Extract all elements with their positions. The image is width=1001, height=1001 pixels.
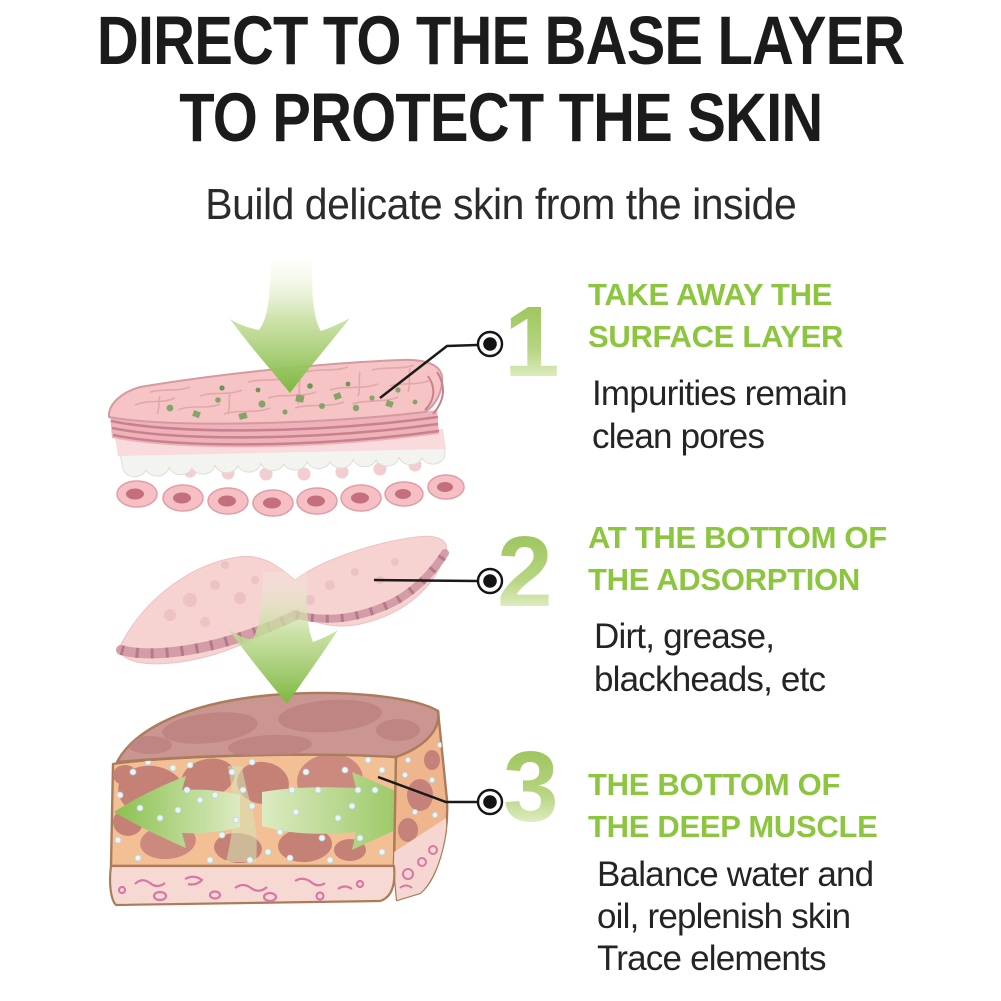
target-dot-icon <box>476 788 504 816</box>
down-arrow-icon <box>230 260 350 393</box>
step-3-heading: THE BOTTOM OF THE DEEP MUSCLE <box>588 764 878 848</box>
step-1-body-line1: Impurities remain <box>592 374 848 413</box>
step-2-heading-line1: AT THE BOTTOM OF <box>588 520 887 555</box>
down-arrow-icon <box>229 572 338 704</box>
callout-line-2 <box>373 578 478 583</box>
step-1-body-line2: clean pores <box>592 417 765 456</box>
page-title: DIRECT TO THE BASE LAYER TO PROTECT THE … <box>0 2 1001 156</box>
callout-line-3 <box>377 775 477 804</box>
illustration-skin-surface <box>107 260 504 517</box>
callout-line-1 <box>379 343 478 399</box>
impurity-specks <box>166 381 418 420</box>
step-2-heading-line2: THE ADSORPTION <box>588 562 860 597</box>
illustration-peeled-layer <box>116 535 504 704</box>
target-dot-icon <box>476 330 504 358</box>
step-1-heading-line2: SURFACE LAYER <box>588 319 844 354</box>
step-3-body: Balance water and oil, replenish skin Tr… <box>597 854 874 980</box>
step-2-body: Dirt, grease, blackheads, etc <box>594 615 826 701</box>
green-glow <box>226 766 257 862</box>
granule-dots <box>114 756 386 864</box>
step-1-heading: TAKE AWAY THE SURFACE LAYER <box>588 274 843 358</box>
step-1-body: Impurities remain clean pores <box>592 372 848 458</box>
step-3-heading-line2: THE DEEP MUSCLE <box>588 809 878 844</box>
muscle-cells <box>113 754 396 864</box>
page-title-line1: DIRECT TO THE BASE LAYER <box>96 2 905 79</box>
target-dot-icon <box>476 567 504 595</box>
step-2-body-line1: Dirt, grease, <box>594 617 775 656</box>
step-3-number: 3 <box>503 731 559 843</box>
rolled-edge-lines <box>424 371 444 415</box>
step-3-heading-line1: THE BOTTOM OF <box>588 767 841 802</box>
right-arrow-icon <box>262 772 396 850</box>
top-face-blobs <box>128 699 420 758</box>
step-3-body-line2: oil, replenish skin <box>597 897 851 936</box>
illustration-deep-muscle-block <box>108 691 504 907</box>
sheet-speckles <box>164 558 399 627</box>
page-subtitle: Build delicate skin from the inside <box>204 180 797 229</box>
step-3-body-line3: Trace elements <box>597 939 827 978</box>
step-3-body-line1: Balance water and <box>597 855 874 894</box>
step-2-number: 2 <box>497 516 553 628</box>
step-1-number: 1 <box>504 286 560 398</box>
page-title-line2: TO PROTECT THE SKIN <box>178 79 823 156</box>
step-2-body-line2: blackheads, etc <box>594 660 826 699</box>
bottom-layer-squiggles <box>117 875 365 903</box>
step-2-heading: AT THE BOTTOM OF THE ADSORPTION <box>588 517 887 601</box>
step-1-heading-line1: TAKE AWAY THE <box>588 277 833 312</box>
